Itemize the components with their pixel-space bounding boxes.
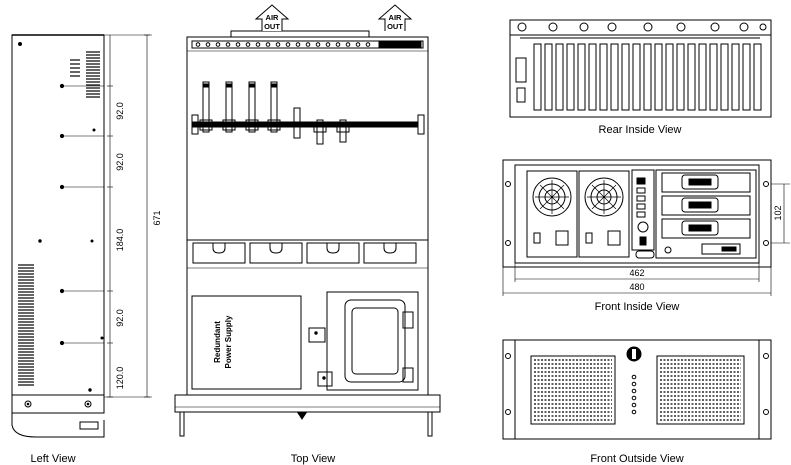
left-view-lower-vent xyxy=(18,264,34,386)
left-dim-2: 92.0 xyxy=(115,153,125,171)
left-view-label: Left View xyxy=(30,453,75,465)
svg-text:OUT: OUT xyxy=(387,22,403,31)
redundant-power-supply: Redundant Power Supply xyxy=(191,295,302,390)
rear-expansion-slots xyxy=(520,37,762,111)
front-drive-bays xyxy=(655,169,757,259)
front-inside-view: 462 480 102 Front Inside View xyxy=(502,159,790,313)
front-lock xyxy=(626,346,642,362)
left-dim-3: 184.0 xyxy=(115,229,125,252)
drive-cage xyxy=(308,291,419,391)
front-fans xyxy=(526,170,630,258)
front-inside-dim-480: 480 xyxy=(629,282,644,292)
front-indicator-leds xyxy=(631,374,637,415)
left-view-body xyxy=(11,34,105,396)
card-brackets xyxy=(199,81,350,145)
top-view-front-edge xyxy=(174,394,441,437)
left-dim-total: 671 xyxy=(152,210,162,225)
air-out-arrow-left: AIR OUT xyxy=(254,4,290,31)
front-outside-left-grille xyxy=(530,355,616,425)
front-inside-view-label: Front Inside View xyxy=(595,301,680,313)
svg-text:AIR: AIR xyxy=(389,13,403,22)
psu-label-line2: Power Supply xyxy=(224,315,233,368)
front-outside-right-grille xyxy=(656,355,745,425)
left-view-mount-holes xyxy=(38,83,104,392)
front-inside-dimension-lines xyxy=(502,183,790,296)
psu-label-line1: Redundant xyxy=(213,321,222,363)
top-view-rail xyxy=(187,40,428,52)
top-view-label: Top View xyxy=(291,453,335,465)
svg-text:OUT: OUT xyxy=(264,22,280,31)
front-outside-view: Front Outside View xyxy=(502,339,772,465)
left-dim-5: 120.0 xyxy=(115,367,125,390)
rear-inside-view-label: Rear Inside View xyxy=(599,124,682,136)
fan-brackets xyxy=(187,239,428,269)
left-view-upper-vent xyxy=(70,51,100,98)
left-dim-4: 92.0 xyxy=(115,309,125,327)
front-inside-frame xyxy=(502,159,772,268)
card-hold-down-bar xyxy=(191,114,425,135)
left-view: 92.0 92.0 184.0 92.0 120.0 671 Left View xyxy=(11,34,162,465)
front-inside-dim-102: 102 xyxy=(773,205,783,220)
front-control-panel xyxy=(631,169,655,259)
left-dim-1: 92.0 xyxy=(115,102,125,120)
left-view-handle xyxy=(11,394,105,438)
front-outside-view-label: Front Outside View xyxy=(590,453,683,465)
front-inside-dim-462: 462 xyxy=(629,268,644,278)
top-view: AIR OUT AIR OUT xyxy=(174,4,441,465)
air-out-arrow-right: AIR OUT xyxy=(377,4,413,31)
svg-text:AIR: AIR xyxy=(266,13,280,22)
rear-inside-view: Rear Inside View xyxy=(509,19,772,136)
left-view-dimension-lines xyxy=(104,34,152,398)
